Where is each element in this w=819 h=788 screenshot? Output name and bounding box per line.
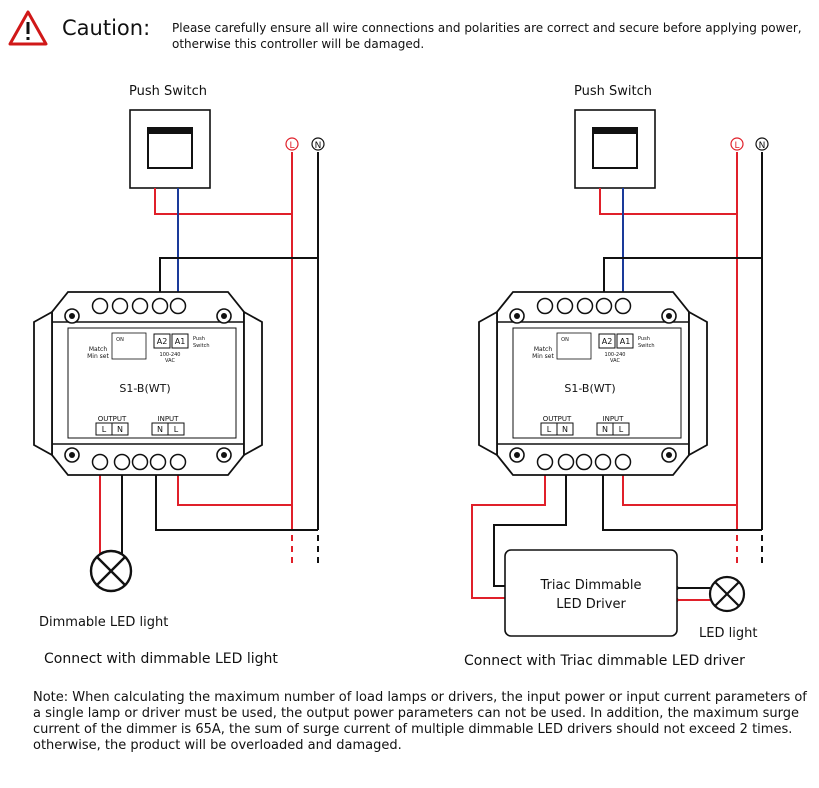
caution-banner: Caution: Please carefully ensure all wir… [8,6,808,66]
triac-driver-box: Triac Dimmable LED Driver [504,549,678,637]
right-input-label: INPUT [603,415,625,423]
left-match-2: Min set [87,353,109,360]
right-in-n: N [602,425,608,434]
right-push-1: Push [638,336,650,342]
left-in-l: L [174,425,179,434]
right-out-n: N [562,425,568,434]
left-volt-2: VAC [165,358,175,364]
right-live-marker: L [730,137,744,151]
right-switch-label: Push Switch [574,84,652,99]
left-input-label: INPUT [158,415,180,423]
right-push-2: Switch [638,343,655,349]
left-diagram: Push Switch L N [33,84,325,667]
left-model: S1-B(WT) [119,382,170,395]
right-controller: Match Min set ON A2 A1 100-240 VAC Push … [478,291,708,476]
left-volt-1: 100-240 [160,352,181,358]
right-diagram: Push Switch L N [464,84,769,669]
note-block: Note: When calculating the maximum numbe… [33,690,813,754]
right-live-label: L [734,141,739,151]
right-volt-2: VAC [610,358,620,364]
caution-text: Please carefully ensure all wire connect… [172,21,802,51]
left-match-1: Match [89,346,108,353]
right-out-l: L [547,425,552,434]
left-a1: A1 [175,337,186,346]
left-a2: A2 [157,337,168,346]
left-wires [99,152,319,565]
right-a2: A2 [602,337,613,346]
right-a1: A1 [620,337,631,346]
left-output-label: OUTPUT [98,415,127,423]
right-match-1: Match [534,346,553,353]
note-label: Note: [33,690,69,705]
right-lamp-icon [708,575,746,613]
left-caption: Connect with dimmable LED light [44,651,278,667]
right-neutral-marker: N [755,137,769,151]
warning-triangle-icon [8,10,48,46]
left-neutral-label: N [315,141,322,151]
left-out-n: N [117,425,123,434]
right-push-switch [574,109,656,189]
left-push-switch [129,109,211,189]
right-in-l: L [619,425,624,434]
right-output-label: OUTPUT [543,415,572,423]
right-volt-1: 100-240 [605,352,626,358]
right-neutral-label: N [759,141,766,151]
left-live-marker: L [285,137,299,151]
right-model: S1-B(WT) [564,382,615,395]
left-live-label: L [289,141,294,151]
driver-line-2: LED Driver [556,597,626,612]
right-dip-on: ON [561,337,569,343]
right-match-2: Min set [532,353,554,360]
right-caption: Connect with Triac dimmable LED driver [464,653,745,669]
left-load-label: Dimmable LED light [39,615,168,630]
left-push-2: Switch [193,343,210,349]
left-push-1: Push [193,336,205,342]
left-dip-on: ON [116,337,124,343]
left-in-n: N [157,425,163,434]
left-controller: Match Min set ON A2 A1 100-240 VAC Push … [33,291,263,476]
note-text: When calculating the maximum number of l… [33,690,807,753]
left-neutral-marker: N [311,137,325,151]
left-switch-label: Push Switch [129,84,207,99]
caution-title: Caution: [62,16,151,40]
driver-line-1: Triac Dimmable [539,578,641,593]
left-lamp-icon [89,549,133,593]
right-wires [471,152,763,601]
left-out-l: L [102,425,107,434]
right-load-label: LED light [699,626,757,641]
